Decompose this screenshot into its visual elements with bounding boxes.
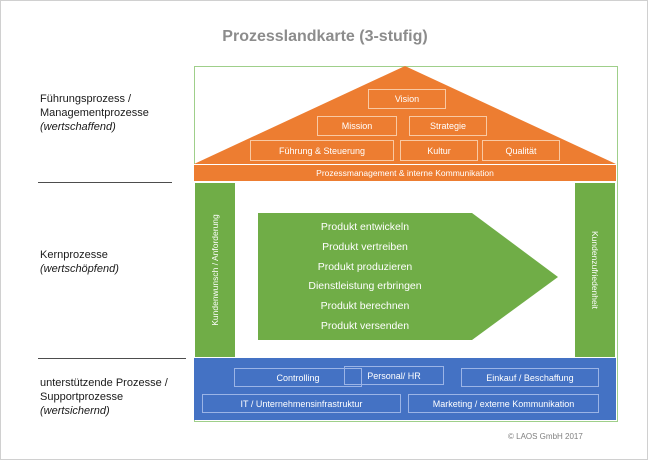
separator-line-top — [38, 182, 172, 183]
core-process-list: Produkt entwickeln Produkt vertreiben Pr… — [258, 213, 472, 340]
support-box-personal: Personal/ HR — [344, 366, 444, 385]
process-management-band: Prozessmanagement & interne Kommunikatio… — [194, 164, 616, 182]
copyright-footer: © LAOS GmbH 2017 — [508, 432, 583, 441]
management-label-line3: (wertschaffend) — [40, 120, 149, 134]
core-process-arrow — [258, 213, 558, 340]
roof-box-strategie: Strategie — [409, 116, 487, 136]
support-label-line2: Supportprozesse — [40, 391, 124, 403]
process-house-diagram: Vision Mission Strategie Führung & Steue… — [194, 66, 618, 422]
left-pillar-label: Kundenwunsch / Anforderung — [210, 214, 220, 326]
roof-box-kultur: Kultur — [400, 140, 478, 161]
management-label-qualifier: (wertschaffend) — [40, 121, 116, 133]
management-label-line1: Führungsprozess / — [40, 93, 132, 105]
support-label-line1: unterstützende Prozesse / — [40, 377, 168, 389]
core-label-line2: (wertschöpfend) — [40, 262, 119, 276]
core-label-qualifier: (wertschöpfend) — [40, 263, 119, 275]
core-label-line1: Kernprozesse — [40, 249, 108, 261]
support-box-marketing: Marketing / externe Kommunikation — [408, 394, 599, 413]
core-process-item: Produkt entwickeln — [320, 220, 410, 233]
page-title: Prozesslandkarte (3-stufig) — [222, 28, 428, 45]
support-label-qualifier: (wertsichernd) — [40, 405, 110, 417]
support-box-it: IT / Unternehmensinfrastruktur — [202, 394, 401, 413]
support-box-controlling: Controlling — [234, 368, 362, 387]
process-management-band-label: Prozessmanagement & interne Kommunikatio… — [316, 168, 494, 178]
left-pillar: Kundenwunsch / Anforderung — [194, 182, 236, 358]
core-process-item: Produkt produzieren — [317, 260, 413, 273]
roof-box-fuehrung: Führung & Steuerung — [250, 140, 394, 161]
roof-box-mission: Mission — [317, 116, 397, 136]
support-label-line3: (wertsichernd) — [40, 404, 168, 418]
support-box-einkauf: Einkauf / Beschaffung — [461, 368, 599, 387]
core-label: Kernprozesse (wertschöpfend) — [40, 248, 119, 276]
core-process-item: Produkt vertreiben — [322, 240, 408, 253]
support-label: unterstützende Prozesse / Supportprozess… — [40, 376, 168, 418]
management-label-line2: Managementprozesse — [40, 107, 149, 119]
core-process-item: Dienstleistung erbringen — [308, 280, 422, 293]
roof-triangle — [194, 66, 616, 164]
roof-box-qualitaet: Qualität — [482, 140, 560, 161]
roof-box-vision: Vision — [368, 89, 446, 109]
right-pillar-label: Kundenzufriedenheit — [590, 231, 600, 309]
management-label: Führungsprozess / Managementprozesse (we… — [40, 92, 149, 134]
right-pillar: Kundenzufriedenheit — [574, 182, 616, 358]
core-process-item: Produkt versenden — [320, 320, 410, 333]
diagram-shapes — [194, 66, 616, 340]
separator-line-bottom — [38, 358, 186, 359]
core-process-item: Produkt berechnen — [320, 300, 410, 313]
